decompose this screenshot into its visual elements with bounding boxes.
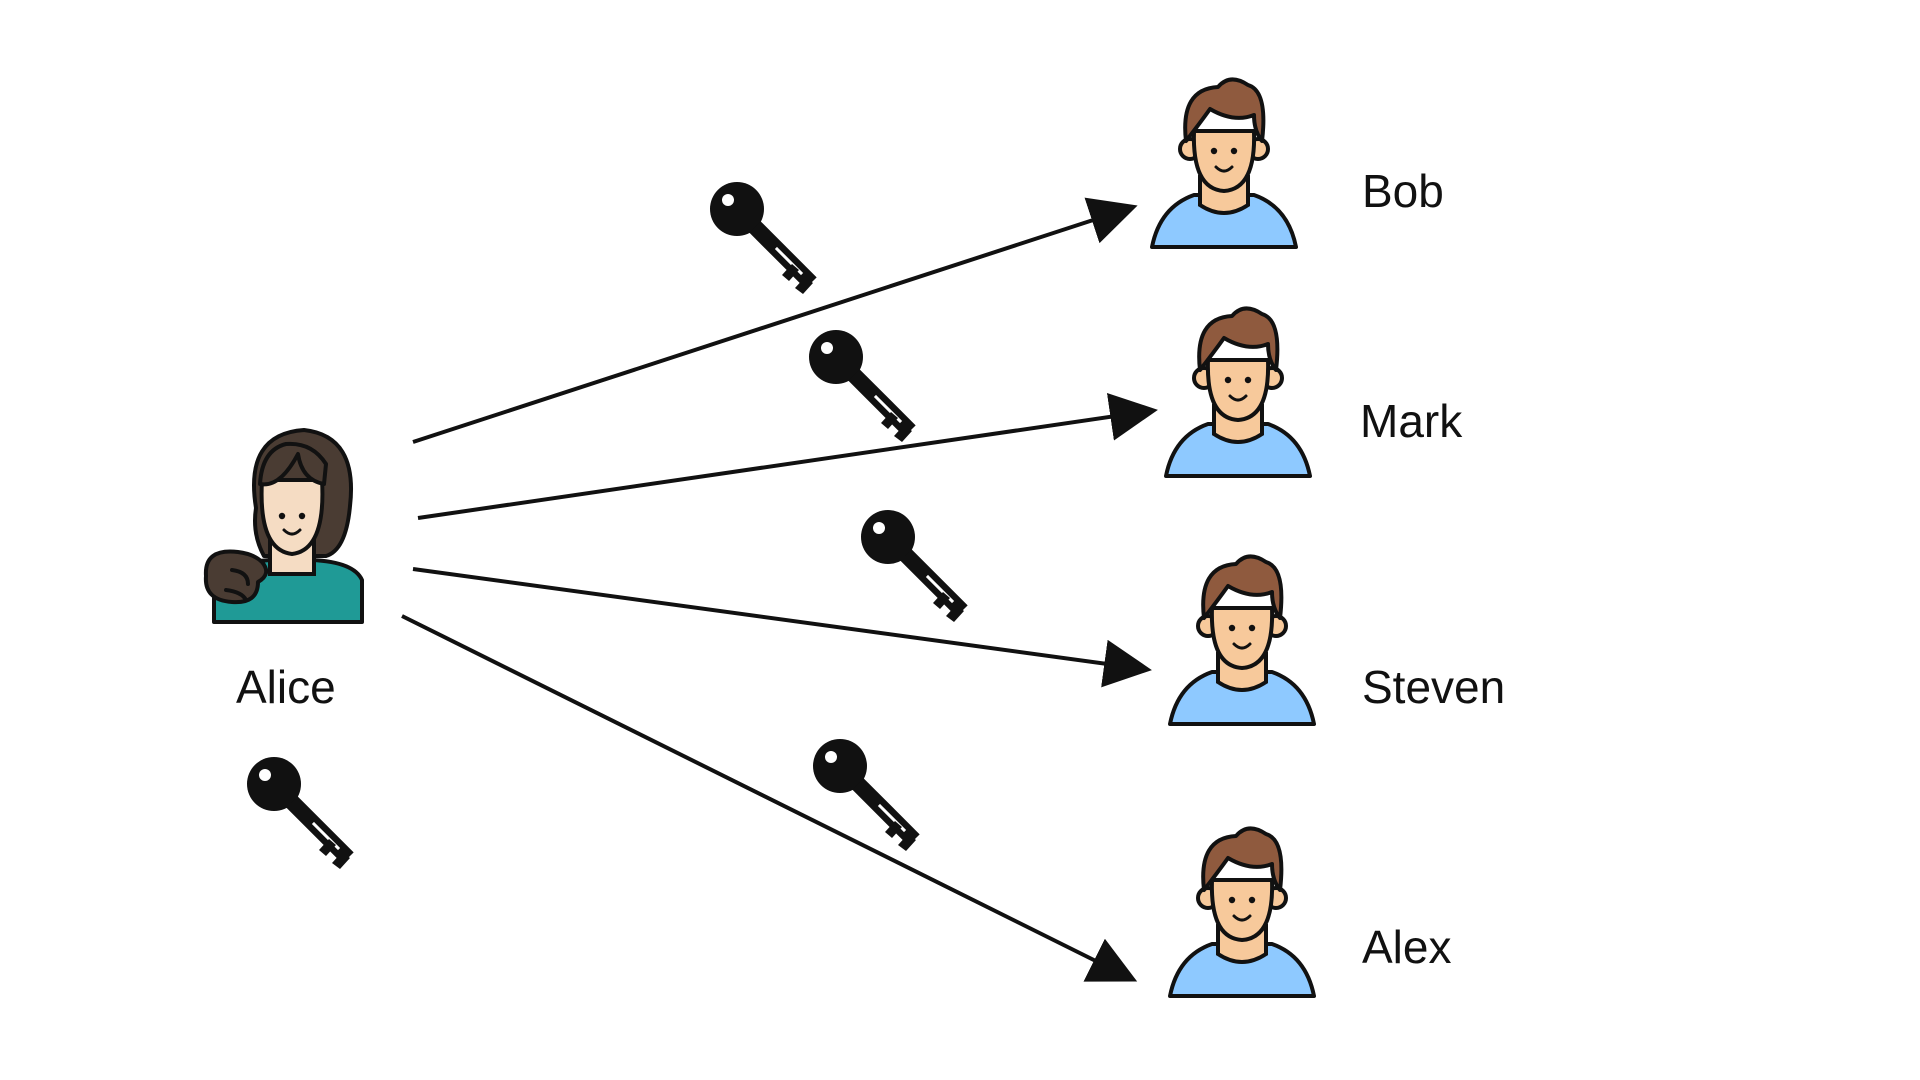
- arrow-alice-to-mark: [417, 393, 1158, 520]
- key-icon: [710, 182, 813, 294]
- sender-name-alice: Alice: [236, 661, 336, 713]
- recipient-name-alex: Alex: [1362, 921, 1452, 973]
- man-avatar-icon: [1164, 306, 1312, 478]
- man-avatar-icon: [1150, 77, 1298, 249]
- man-avatar-icon: [1168, 826, 1316, 998]
- man-avatar-icon: [1168, 554, 1316, 726]
- arrow-alice-to-alex: [401, 614, 1138, 982]
- recipient-name-steven: Steven: [1362, 661, 1506, 713]
- recipient-name-mark: Mark: [1360, 395, 1463, 447]
- key-icon: [809, 330, 912, 442]
- key-icon: [861, 510, 964, 622]
- woman-avatar-icon: [203, 428, 364, 624]
- key-icon: [813, 739, 916, 851]
- arrow-alice-to-steven: [412, 567, 1152, 688]
- key-icon: [247, 757, 350, 869]
- arrow-alice-to-bob: [412, 197, 1138, 444]
- recipient-name-bob: Bob: [1362, 165, 1444, 217]
